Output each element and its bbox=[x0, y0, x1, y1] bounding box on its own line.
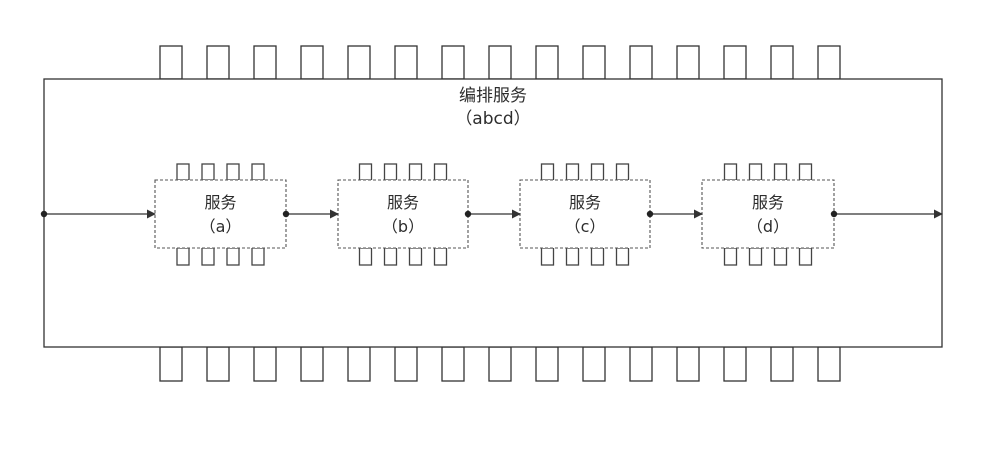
outer-pin-bottom bbox=[770, 346, 794, 382]
service-a-frame bbox=[154, 179, 287, 249]
outer-pin-top bbox=[253, 45, 277, 80]
port-dot-d-out bbox=[830, 210, 838, 218]
service-pin-top bbox=[226, 163, 240, 181]
service-c-sub: （c） bbox=[565, 217, 606, 236]
outer-pin-top bbox=[723, 45, 747, 80]
service-pin-top bbox=[176, 163, 190, 181]
service-box-c: 服务 （c） bbox=[519, 179, 651, 249]
outer-pin-top bbox=[206, 45, 230, 80]
connectors bbox=[40, 209, 943, 219]
port-dot-a-out bbox=[282, 210, 290, 218]
service-pin-bottom bbox=[383, 247, 398, 266]
service-b-label: 服务 bbox=[387, 193, 419, 212]
service-pin-bottom bbox=[540, 247, 555, 266]
service-pin-top bbox=[383, 163, 398, 181]
service-c-label: 服务 bbox=[569, 193, 601, 212]
outer-pin-bottom bbox=[206, 346, 230, 382]
outer-pin-top bbox=[347, 45, 371, 80]
port-dot-c-out bbox=[646, 210, 654, 218]
service-pin-bottom bbox=[201, 247, 215, 266]
service-pin-bottom bbox=[723, 247, 738, 266]
outer-pin-top bbox=[676, 45, 700, 80]
service-box-b: 服务 （b） bbox=[337, 179, 469, 249]
outer-pin-bottom bbox=[723, 346, 747, 382]
service-pin-bottom bbox=[615, 247, 630, 266]
service-pin-bottom bbox=[176, 247, 190, 266]
service-pin-bottom bbox=[408, 247, 423, 266]
service-pin-bottom bbox=[433, 247, 448, 266]
outer-pin-top bbox=[159, 45, 183, 80]
outer-pin-bottom bbox=[488, 346, 512, 382]
service-c-frame bbox=[519, 179, 651, 249]
port-dot-input bbox=[40, 210, 48, 218]
service-box-d: 服务 （d） bbox=[701, 179, 835, 249]
outer-pin-top bbox=[770, 45, 794, 80]
outer-pin-top bbox=[441, 45, 465, 80]
service-pin-top bbox=[798, 163, 813, 181]
service-a-label: 服务 bbox=[204, 193, 236, 212]
outer-pins-bottom bbox=[159, 346, 841, 382]
service-pin-top bbox=[590, 163, 605, 181]
service-pin-bottom bbox=[226, 247, 240, 266]
service-d-sub: （d） bbox=[747, 217, 789, 236]
service-pin-bottom bbox=[565, 247, 580, 266]
service-pin-top bbox=[615, 163, 630, 181]
outer-pin-bottom bbox=[441, 346, 465, 382]
service-pin-bottom bbox=[251, 247, 265, 266]
outer-pin-bottom bbox=[629, 346, 653, 382]
outer-pin-bottom bbox=[159, 346, 183, 382]
service-pin-bottom bbox=[798, 247, 813, 266]
service-pin-top bbox=[540, 163, 555, 181]
outer-pin-bottom bbox=[535, 346, 559, 382]
outer-pin-bottom bbox=[347, 346, 371, 382]
outer-pin-bottom bbox=[676, 346, 700, 382]
service-pin-bottom bbox=[358, 247, 373, 266]
service-pin-bottom bbox=[748, 247, 763, 266]
service-a-sub: （a） bbox=[200, 217, 242, 236]
service-pin-top bbox=[358, 163, 373, 181]
outer-pin-top bbox=[535, 45, 559, 80]
service-box-a: 服务 （a） bbox=[154, 179, 287, 249]
outer-pin-bottom bbox=[253, 346, 277, 382]
service-pin-top bbox=[433, 163, 448, 181]
service-pin-bottom bbox=[773, 247, 788, 266]
outer-pin-bottom bbox=[300, 346, 324, 382]
orchestration-subtitle: （abcd） bbox=[455, 109, 530, 129]
service-pin-top bbox=[408, 163, 423, 181]
outer-pin-bottom bbox=[817, 346, 841, 382]
service-pin-bottom bbox=[590, 247, 605, 266]
service-d-frame bbox=[701, 179, 835, 249]
service-pin-top bbox=[201, 163, 215, 181]
outer-pin-bottom bbox=[394, 346, 418, 382]
outer-pin-top bbox=[582, 45, 606, 80]
outer-pin-top bbox=[300, 45, 324, 80]
outer-pin-top bbox=[394, 45, 418, 80]
outer-pin-top bbox=[629, 45, 653, 80]
service-boxes: 服务 （a） 服务 （b） 服务 （c） 服务 （d） bbox=[154, 179, 835, 249]
service-pin-top bbox=[748, 163, 763, 181]
service-pin-top bbox=[251, 163, 265, 181]
service-b-frame bbox=[337, 179, 469, 249]
service-pin-top bbox=[773, 163, 788, 181]
outer-pins-top bbox=[159, 45, 841, 80]
port-dot-b-out bbox=[464, 210, 472, 218]
service-pin-top bbox=[723, 163, 738, 181]
outer-pin-top bbox=[488, 45, 512, 80]
service-b-sub: （b） bbox=[382, 217, 424, 236]
service-pin-top bbox=[565, 163, 580, 181]
outer-pin-top bbox=[817, 45, 841, 80]
outer-pin-bottom bbox=[582, 346, 606, 382]
orchestration-title: 编排服务 bbox=[459, 86, 527, 106]
service-pins bbox=[176, 163, 813, 266]
service-d-label: 服务 bbox=[752, 193, 784, 212]
